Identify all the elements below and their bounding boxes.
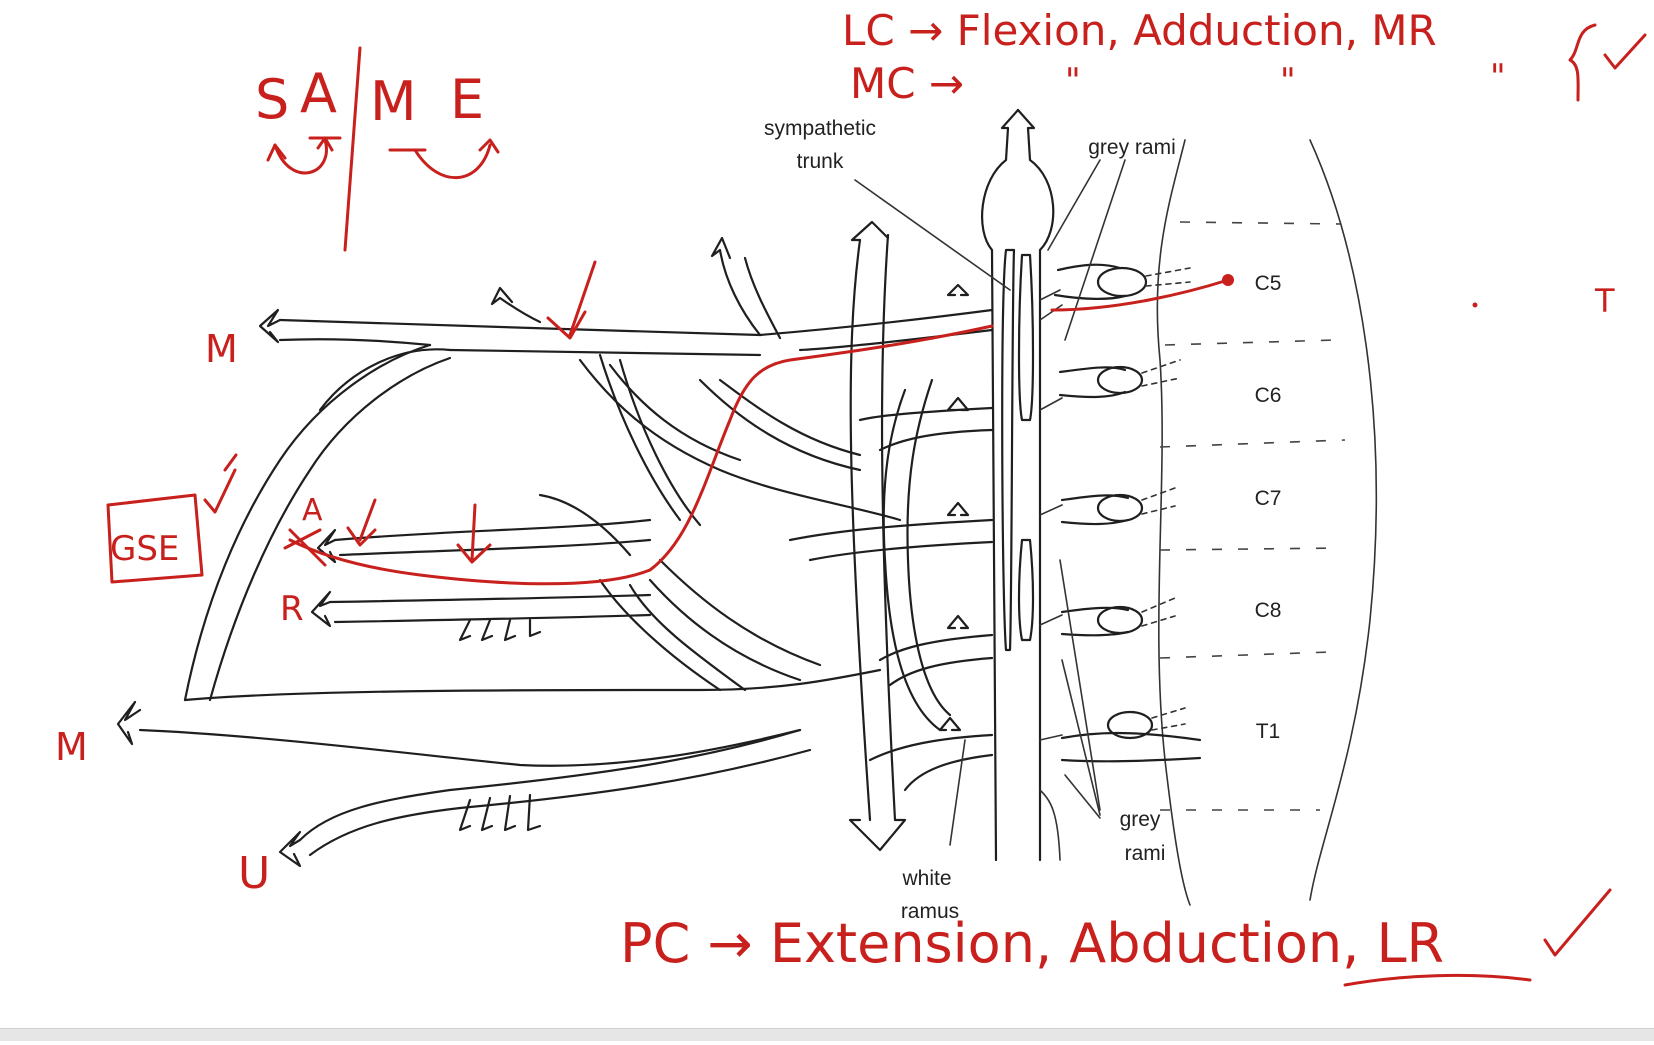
plexus-cords	[118, 288, 900, 866]
sympathetic-label: sympathetic	[764, 117, 876, 140]
nerve-letter-a: A	[302, 493, 323, 528]
spinal-roots	[1055, 265, 1200, 762]
plexus-trunks	[712, 222, 992, 850]
rami-label: rami	[1125, 842, 1166, 865]
segment-t1: T1	[1256, 720, 1281, 743]
ramus-label: ramus	[901, 900, 959, 923]
ditto-mark-3: "	[1490, 57, 1506, 97]
segment-c5: C5	[1255, 272, 1282, 295]
segment-c6: C6	[1255, 384, 1282, 407]
white-label: white	[901, 867, 951, 890]
grey-rami-top-label: grey rami	[1088, 136, 1176, 159]
sympathetic-trunk	[982, 110, 1062, 860]
pathway-start-dot	[1222, 274, 1234, 286]
nerve-letter-u: U	[238, 848, 270, 899]
mc-annotation: MC →	[850, 59, 964, 108]
nerve-letter-m-top: M	[205, 327, 238, 371]
segment-dividers	[1160, 222, 1345, 810]
red-dot	[1473, 303, 1478, 308]
trunk-label: trunk	[797, 150, 844, 173]
nerve-letter-m-bottom: M	[55, 725, 88, 769]
window-bottom-edge	[0, 1028, 1654, 1041]
segment-c7: C7	[1255, 487, 1282, 510]
nerve-letter-r: R	[280, 589, 304, 629]
same-letter-m: M	[370, 70, 417, 133]
same-letter-a: A	[300, 62, 337, 125]
same-letter-s: S	[255, 68, 289, 131]
gse-label: GSE	[110, 529, 179, 569]
grey-label: grey	[1120, 808, 1161, 831]
leader-lines	[855, 160, 1125, 845]
lc-annotation: LC → Flexion, Adduction, MR	[842, 6, 1437, 55]
same-letter-e: E	[450, 68, 484, 131]
ditto-mark-1: "	[1065, 61, 1081, 101]
pc-annotation: PC → Extension, Abduction, LR	[620, 912, 1444, 975]
t-mark: T	[1594, 282, 1615, 320]
ditto-mark-2: "	[1280, 61, 1296, 101]
neck-outline	[1157, 140, 1376, 905]
printed-labels: sympathetic trunk grey rami grey rami wh…	[764, 117, 1281, 923]
segment-c8: C8	[1255, 599, 1282, 622]
red-pathway	[108, 25, 1645, 985]
